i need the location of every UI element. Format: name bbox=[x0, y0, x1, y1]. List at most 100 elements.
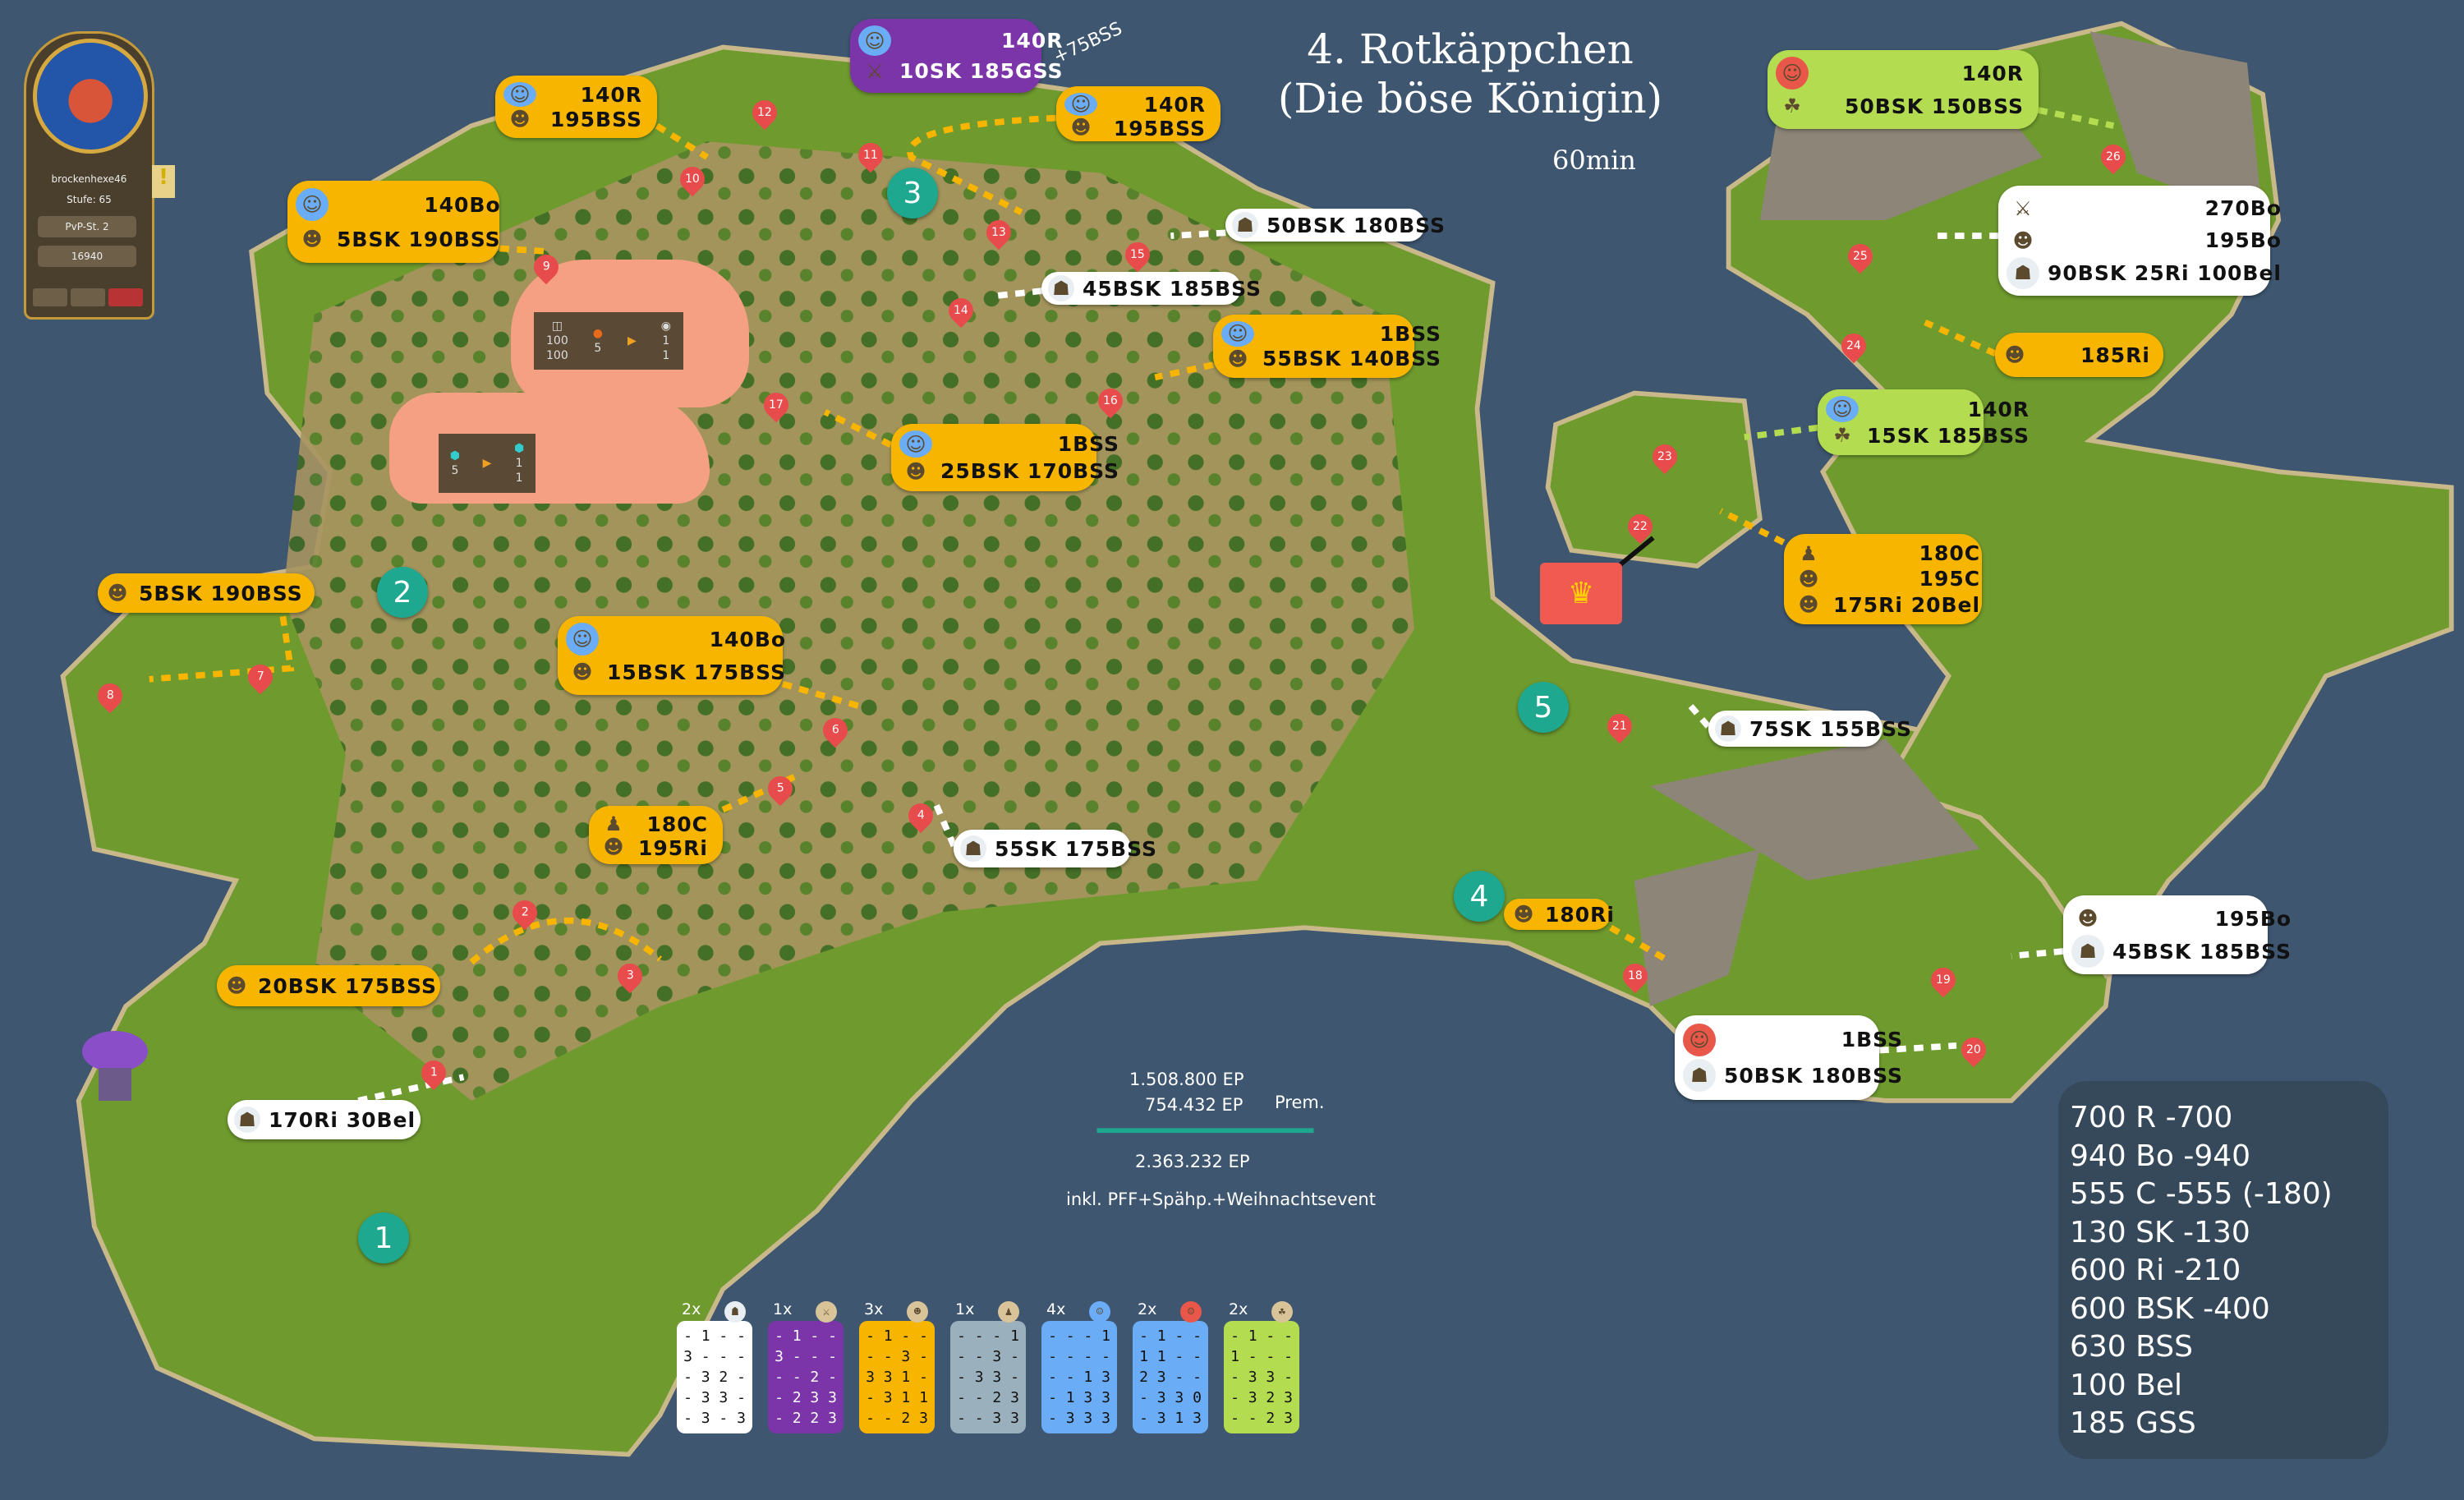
marker-number: 22 bbox=[1633, 520, 1648, 534]
legend-count: 1x bbox=[955, 1300, 975, 1318]
legend-row: 3 - - - bbox=[775, 1348, 837, 1365]
label-line: 140R bbox=[1961, 61, 2024, 85]
marker-number: 9 bbox=[542, 260, 550, 274]
general-blue-avatar-icon: ☺ bbox=[1064, 93, 1097, 116]
airship-icon[interactable] bbox=[74, 1015, 156, 1113]
marker-number: 19 bbox=[1936, 973, 1951, 987]
label-line: 1BSS bbox=[1379, 321, 1442, 346]
quest-alert-icon[interactable]: ! bbox=[152, 165, 175, 198]
tt1-pumpkin: ●5 bbox=[592, 327, 603, 355]
legend-row: - - - 1 bbox=[957, 1327, 1019, 1345]
ghost-avatar-icon: ☗ bbox=[234, 1107, 260, 1133]
marker-number: 12 bbox=[757, 106, 772, 120]
label-line: 50BSK 180BSS bbox=[1266, 213, 1446, 237]
label-line: 195Ri bbox=[638, 836, 709, 860]
cauldron-icon: ◉ bbox=[660, 320, 671, 333]
hero-avatar-icon: ☻ bbox=[603, 835, 624, 858]
label-line: 10SK 185GSS bbox=[899, 59, 1064, 83]
legend-row: - 3 3 0 bbox=[1139, 1389, 1202, 1406]
score-button[interactable]: 16940 bbox=[38, 246, 136, 267]
legend-card-hero: 3x☻- 1 - -- - 3 -3 3 1 -- 3 1 1- - 2 3 bbox=[859, 1300, 935, 1433]
general-blue-avatar-icon: ☺ bbox=[1221, 321, 1254, 347]
monk-avatar-icon: ☘ bbox=[1271, 1301, 1293, 1323]
hero-avatar-icon: ☻ bbox=[1798, 593, 1819, 617]
legend-row: - 3 - 3 bbox=[683, 1410, 746, 1427]
hooded-avatar-icon: ♟ bbox=[998, 1301, 1019, 1323]
army-label-l4: ☗55SK 175BSS bbox=[954, 830, 1156, 867]
army-label-l24: ☻185Ri bbox=[1995, 333, 2163, 377]
label-line: 50BSK 150BSS bbox=[1844, 94, 2024, 118]
army-label-l7: ☻5BSK 190BSS bbox=[98, 573, 315, 613]
hero-avatar-icon: ☻ bbox=[301, 228, 323, 251]
buildings-icon[interactable] bbox=[71, 288, 105, 306]
stat-sk: 130 SK -130 bbox=[2070, 1215, 2250, 1249]
stat-ri: 600 Ri -210 bbox=[2070, 1254, 2241, 1287]
legend-count: 4x bbox=[1046, 1300, 1066, 1318]
player-panel[interactable]: ● brockenhexe46 Stufe: 65 PvP-St. 2 1694… bbox=[24, 31, 175, 320]
general-blue-avatar-icon: ☺ bbox=[1089, 1301, 1110, 1323]
label-line: 55BSK 140BSS bbox=[1262, 347, 1442, 371]
right-island bbox=[1726, 21, 2454, 979]
label-line: 170Ri 30Bel bbox=[269, 1107, 416, 1132]
legend-row: - - - - bbox=[1048, 1348, 1110, 1365]
stat-r: 700 R -700 bbox=[2070, 1101, 2233, 1134]
label-line: 25BSK 170BSS bbox=[940, 459, 1120, 483]
stat-bss: 630 BSS bbox=[2070, 1330, 2193, 1364]
marker-number: 25 bbox=[1853, 250, 1868, 264]
adventure-title: 4. Rotkäppchen (Die böse Königin) bbox=[1248, 25, 1692, 123]
pvp-button[interactable]: PvP-St. 2 bbox=[38, 216, 136, 237]
legend-row: - - - 1 bbox=[1048, 1327, 1110, 1345]
legend-row: 3 - - - bbox=[683, 1348, 746, 1365]
label-line: 195C bbox=[1919, 567, 1981, 591]
boss-camp-highlight[interactable]: ♛ bbox=[1540, 563, 1622, 624]
veteran-avatar-icon: ⚔ bbox=[866, 59, 884, 83]
step-5: 5 bbox=[1518, 682, 1569, 733]
label-line: 50BSK 180BSS bbox=[1724, 1063, 1904, 1088]
label-line: 1BSS bbox=[1841, 1028, 1904, 1052]
label-line: 180Ri bbox=[1545, 902, 1616, 927]
label-line: 140R bbox=[1143, 93, 1206, 117]
title-line-1: 4. Rotkäppchen bbox=[1307, 25, 1634, 73]
marker-number: 14 bbox=[954, 304, 968, 318]
crown-camp-icon: ♛ bbox=[1567, 577, 1595, 610]
label-line: 180C bbox=[646, 812, 709, 836]
legend-row: - 1 3 3 bbox=[1048, 1389, 1110, 1406]
marker-number: 23 bbox=[1657, 450, 1672, 464]
marker-number: 15 bbox=[1130, 248, 1145, 262]
label-line: 55SK 175BSS bbox=[995, 836, 1157, 861]
veteran-avatar-icon: ⚔ bbox=[2014, 196, 2032, 220]
legend-count: 2x bbox=[1229, 1300, 1248, 1318]
legend-card-ghost: 2x☗- 1 - -3 - - -- 3 2 -- 3 3 -- 3 - 3 bbox=[677, 1300, 752, 1433]
legend-row: - - 3 - bbox=[957, 1348, 1019, 1365]
legend-row: 3 3 1 - bbox=[866, 1369, 928, 1386]
hero-avatar-icon: ☻ bbox=[2077, 907, 2099, 930]
marker-number: 3 bbox=[626, 969, 634, 983]
legend-row: - - 3 - bbox=[866, 1348, 928, 1365]
label-line: 195BSS bbox=[1113, 117, 1206, 140]
legend-row: - 3 1 1 bbox=[866, 1389, 928, 1406]
hero-avatar-icon: ☻ bbox=[1227, 347, 1248, 370]
settings-icon[interactable] bbox=[108, 288, 143, 306]
army-icon[interactable] bbox=[33, 288, 67, 306]
marker-number: 18 bbox=[1628, 969, 1643, 983]
marker-number: 13 bbox=[991, 226, 1006, 240]
stat-bel: 100 Bel bbox=[2070, 1368, 2183, 1402]
army-label-l15: ☗50BSK 180BSS bbox=[1225, 209, 1445, 242]
legend-row: - - 2 3 bbox=[866, 1410, 928, 1427]
player-avatar[interactable]: ● bbox=[33, 39, 148, 154]
ghost-avatar-icon: ☗ bbox=[1715, 715, 1741, 742]
step-4: 4 bbox=[1454, 871, 1505, 922]
legend-count: 2x bbox=[682, 1300, 701, 1318]
marker-number: 5 bbox=[776, 782, 784, 796]
label-line: 175Ri 20Bel bbox=[1833, 592, 1981, 617]
legend-row: - 3 3 3 bbox=[1048, 1410, 1110, 1427]
legend-count: 3x bbox=[864, 1300, 884, 1318]
